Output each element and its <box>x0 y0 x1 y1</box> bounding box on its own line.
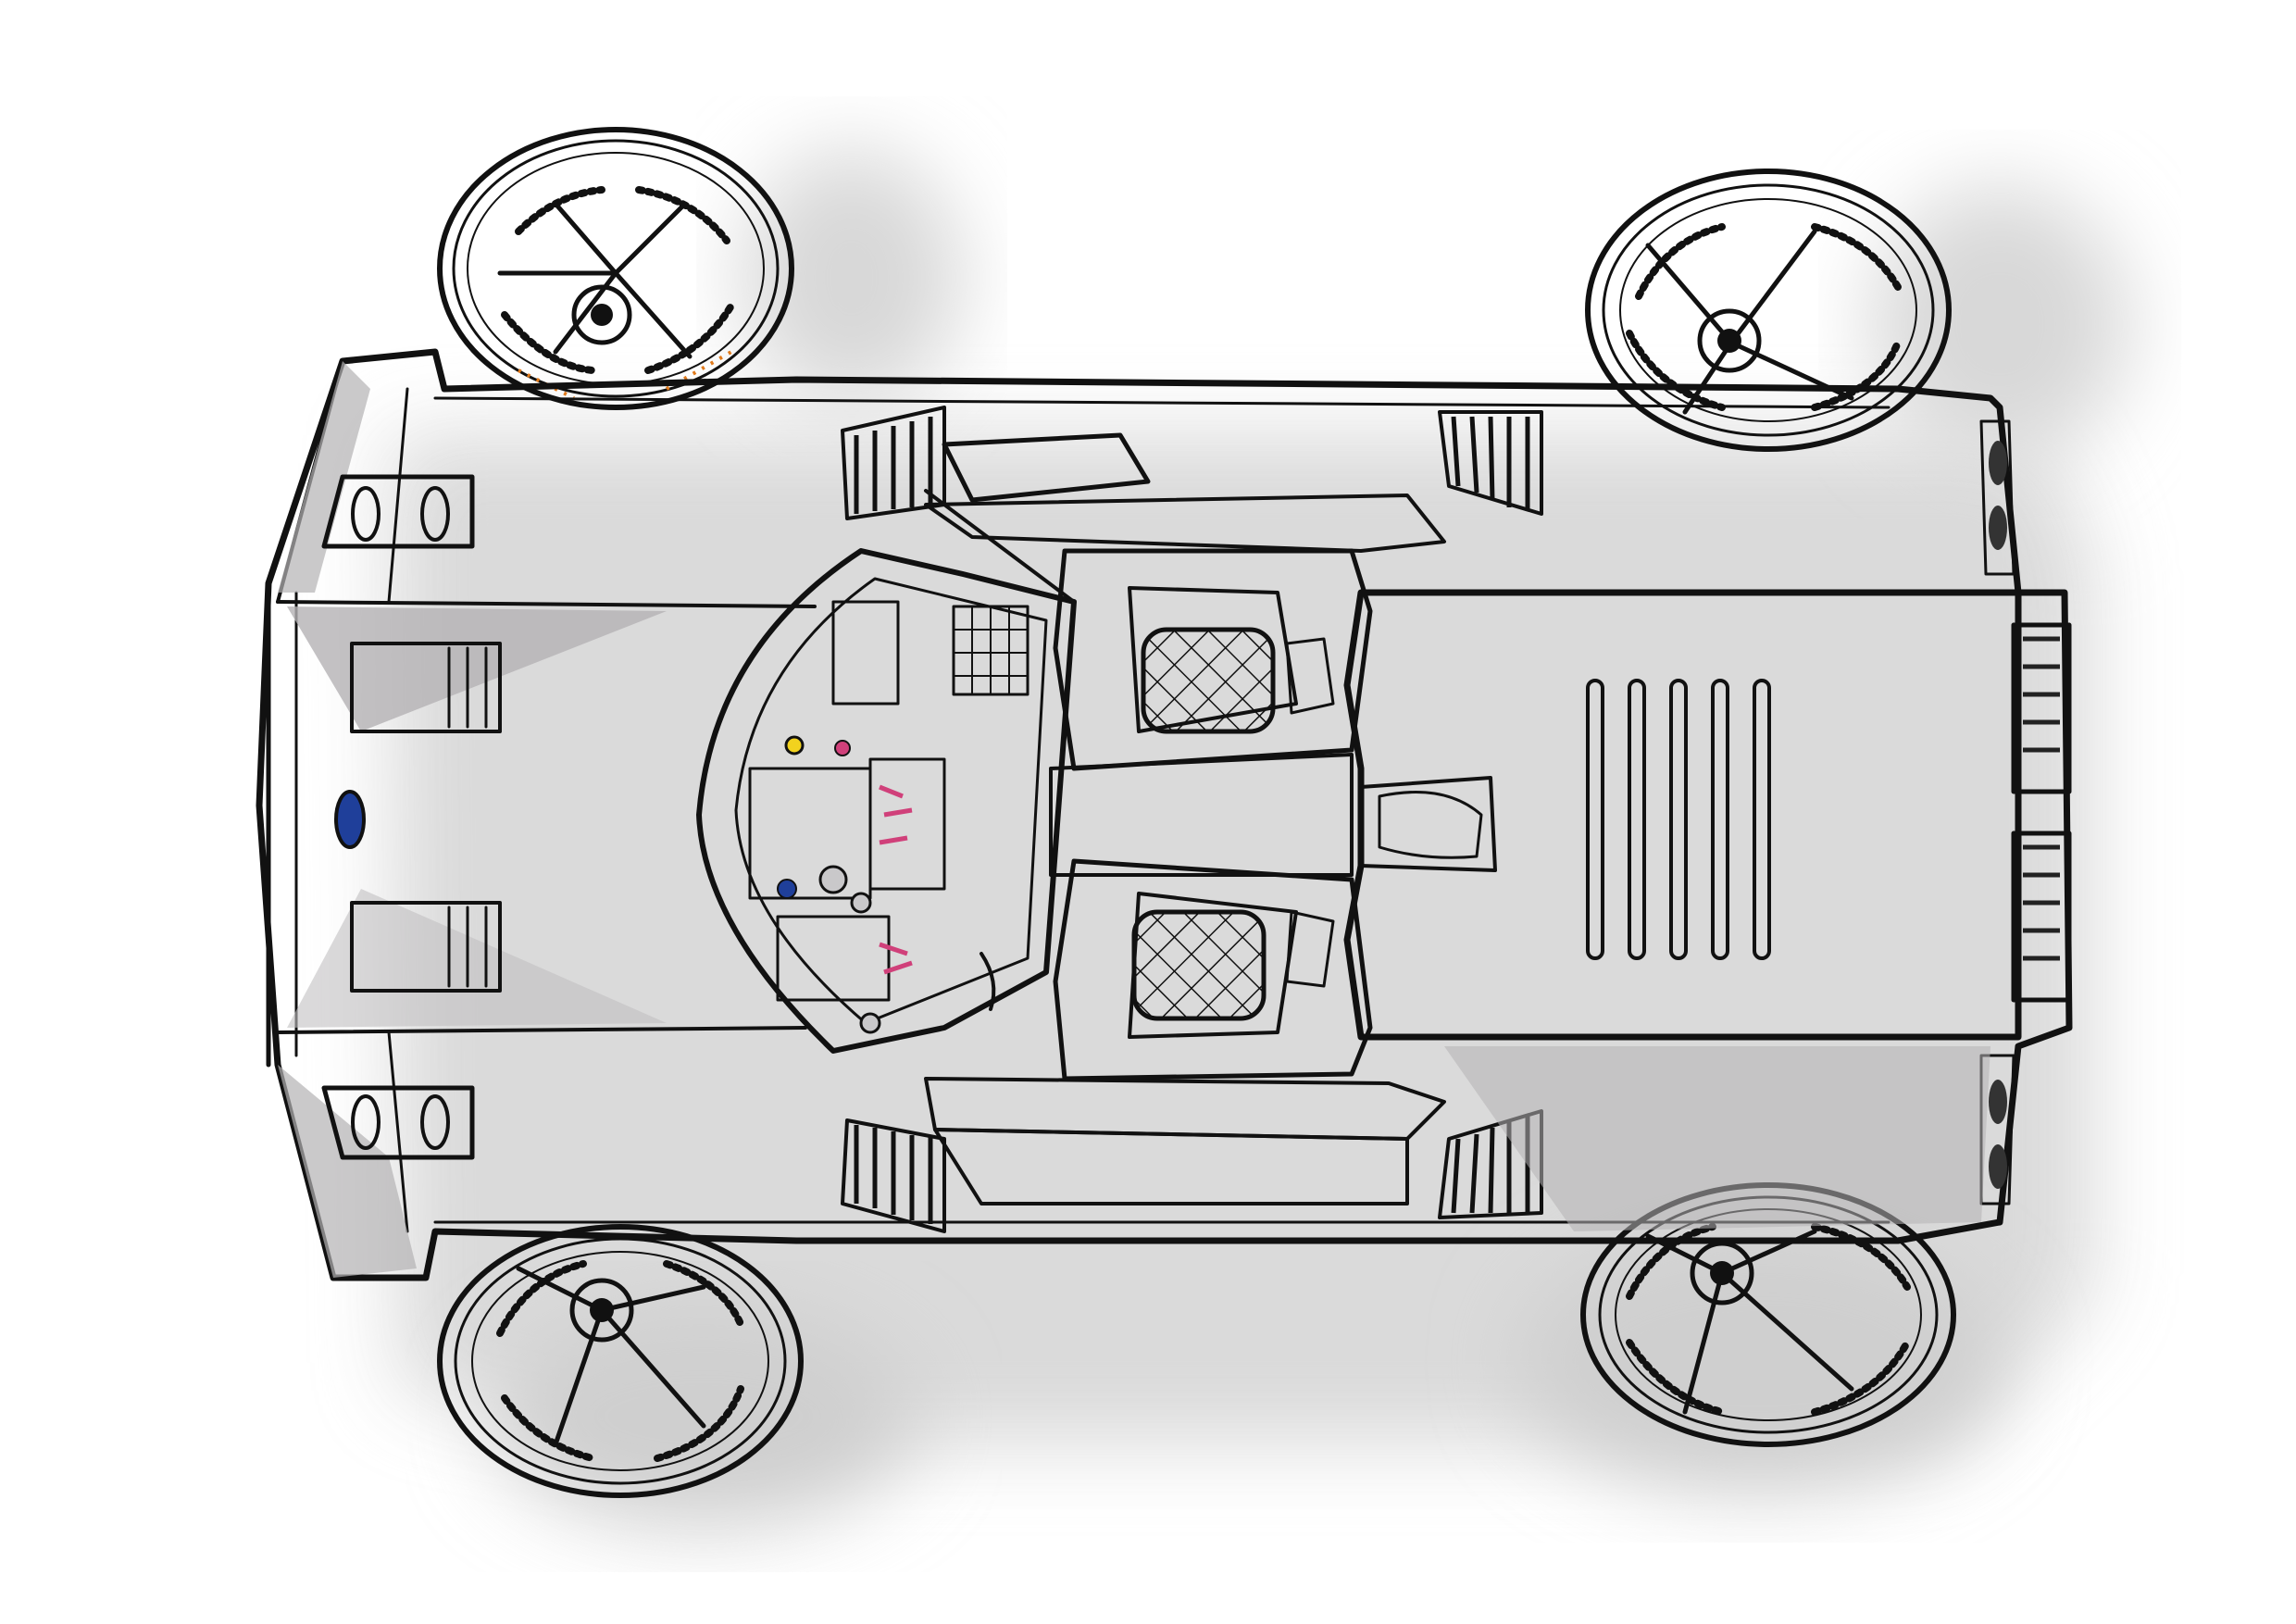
hood-vent-left <box>350 642 502 733</box>
engine-vents <box>1586 679 1771 960</box>
hood-shading <box>278 361 667 1278</box>
car-body <box>256 348 2073 1281</box>
side-intake-rear-left <box>1438 410 1543 516</box>
rear-lights <box>1979 419 2072 1206</box>
engine-cover <box>1343 589 2022 1041</box>
wheel-rear-left <box>1585 169 1952 452</box>
headlight-right <box>321 1085 475 1160</box>
seat-right <box>1053 858 1373 1081</box>
hood-vent-right <box>350 901 502 993</box>
center-tunnel <box>1049 753 1354 877</box>
side-pods <box>924 493 1446 1206</box>
rear-quarter-shading <box>1444 1046 1990 1231</box>
headlight-left <box>321 474 475 549</box>
wheel-front-left <box>437 127 794 410</box>
wheel-rear-right <box>1580 1182 1956 1447</box>
side-intake-front-left <box>841 406 946 520</box>
cockpit <box>696 432 1151 1054</box>
drop-shadow <box>389 148 2129 1528</box>
side-intake-front-right <box>841 1118 946 1233</box>
brand-badge <box>334 790 366 849</box>
